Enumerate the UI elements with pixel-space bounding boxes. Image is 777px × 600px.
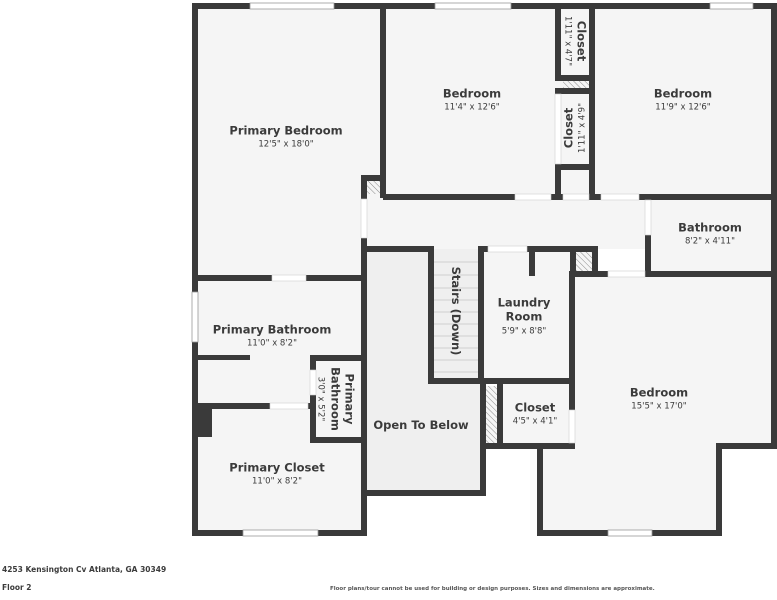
room-dimensions: 1'11" x 4'7": [562, 16, 573, 66]
floor-plan: Primary Bedroom 12'5" x 18'0" Bedroom 11…: [191, 2, 777, 537]
room-name: Closet: [574, 20, 589, 62]
room-name: Open To Below: [373, 417, 469, 432]
room-closet-1: Closet 1'11" x 4'7": [562, 16, 589, 66]
room-name-line2: Room: [505, 309, 543, 324]
room-dimensions: 11'0" x 8'2": [252, 476, 302, 487]
room-dimensions: 11'4" x 12'6": [444, 102, 500, 113]
room-bedroom-1: Bedroom 11'4" x 12'6": [443, 87, 501, 114]
room-name: Closet: [514, 400, 556, 415]
room-primary-bedroom: Primary Bedroom 12'5" x 18'0": [229, 124, 342, 151]
room-name: Primary Closet: [229, 460, 325, 475]
property-address: 4253 Kensington Cv Atlanta, GA 30349: [2, 565, 167, 574]
room-bathroom: Bathroom 8'2" x 4'11": [678, 221, 742, 248]
disclaimer: Floor plans/tour cannot be used for buil…: [330, 586, 655, 592]
room-name-line2: Bathroom: [328, 367, 343, 431]
room-bedroom-2: Bedroom 11'9" x 12'6": [654, 87, 712, 114]
room-dimensions: 3'0" x 5'2": [315, 376, 326, 422]
room-name-line1: Primary: [342, 373, 357, 425]
room-name: Primary Bathroom: [212, 322, 332, 337]
room-name: Bathroom: [678, 220, 742, 235]
room-primary-bathroom-wc: Primary Bathroom 3'0" x 5'2": [315, 367, 357, 431]
room-name: Bedroom: [442, 86, 502, 101]
room-name: Bedroom: [629, 385, 689, 400]
room-name-line1: Laundry: [497, 295, 551, 310]
room-bedroom-3: Bedroom 15'5" x 17'0": [630, 386, 688, 413]
room-primary-bathroom: Primary Bathroom 11'0" x 8'2": [213, 323, 332, 350]
room-closet-2: Closet 1'11" x 4'9": [562, 103, 589, 153]
floor-label: Floor 2: [2, 583, 32, 592]
windows: [191, 2, 754, 537]
room-dimensions: 12'5" x 18'0": [258, 139, 314, 150]
stairs-down: Stairs (Down): [449, 267, 463, 356]
room-dimensions: 5'9" x 8'8": [501, 326, 547, 337]
room-name: Bedroom: [653, 86, 713, 101]
room-primary-closet: Primary Closet 11'0" x 8'2": [229, 461, 324, 488]
walls: [192, 3, 777, 536]
room-dimensions: 8'2" x 4'11": [685, 236, 735, 247]
room-dimensions: 4'5" x 4'1": [512, 416, 558, 427]
room-name: Primary Bedroom: [229, 123, 343, 138]
door-openings: [269, 93, 652, 444]
room-laundry: Laundry Room 5'9" x 8'8": [498, 295, 551, 336]
floor-plan-drawing: [191, 2, 777, 537]
room-open-to-below: Open To Below: [373, 418, 468, 432]
room-dimensions: 15'5" x 17'0": [631, 401, 687, 412]
open-to-below-area: [366, 249, 481, 493]
stair-treads: [432, 261, 478, 373]
room-closet-3: Closet 4'5" x 4'1": [513, 401, 558, 428]
room-dimensions: 11'9" x 12'6": [655, 102, 711, 113]
room-name: Stairs (Down): [449, 266, 464, 356]
room-dimensions: 11'0" x 8'2": [247, 338, 297, 349]
room-name: Closet: [561, 107, 576, 149]
room-dimensions: 1'11" x 4'9": [577, 103, 588, 153]
